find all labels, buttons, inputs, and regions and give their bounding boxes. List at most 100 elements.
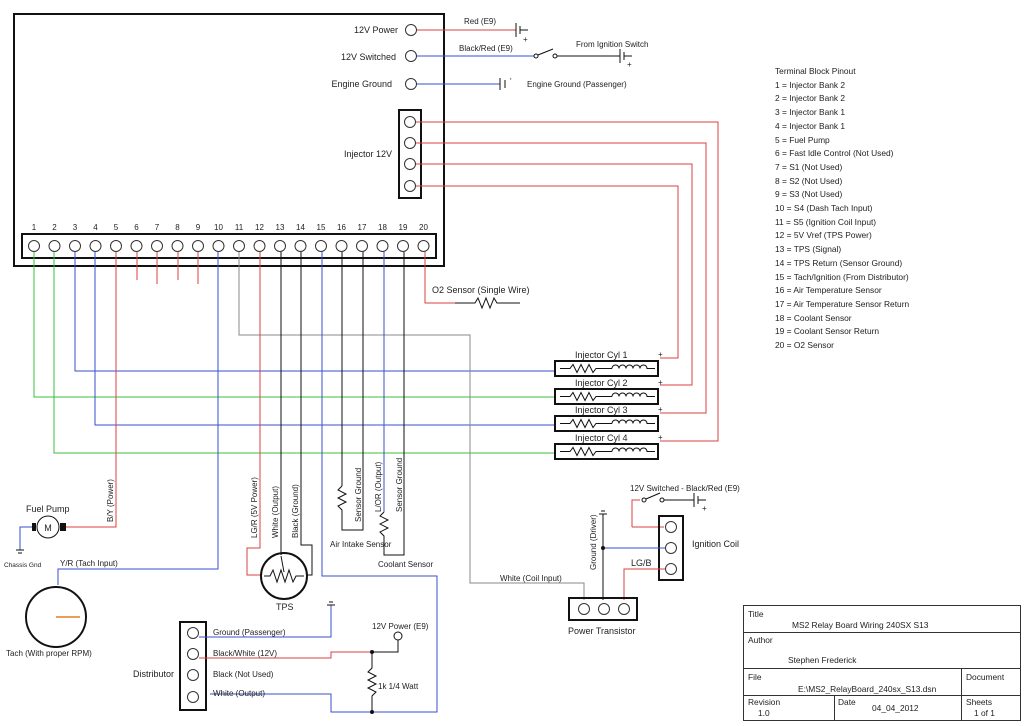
terminal-pin xyxy=(397,240,409,252)
wire-injector-feed-3 xyxy=(416,142,707,414)
injector-label: Injector Cyl 1 xyxy=(575,350,628,360)
tb-sheets-label: Sheets xyxy=(966,697,993,707)
pinout-item: 11 = S5 (Ignition Coil Input) xyxy=(775,216,877,227)
svg-text:+: + xyxy=(523,35,528,44)
svg-text:+: + xyxy=(627,60,632,69)
label-dist-white-output: White (Output) xyxy=(213,689,265,698)
terminal-pin xyxy=(376,240,389,252)
terminal-pin xyxy=(253,240,266,252)
injector-resistor xyxy=(560,446,612,457)
label-coil-switched: 12V Switched - Black/Red (E9) xyxy=(630,484,740,493)
title-block: Title MS2 Relay Board Wiring 240SX S13 A… xyxy=(743,605,1021,721)
tb-revision-label: Revision xyxy=(748,697,781,707)
distributor-connector xyxy=(179,621,207,711)
injector-12v-block xyxy=(398,109,422,199)
pinout-item: 14 = TPS Return (Sensor Ground) xyxy=(775,257,903,268)
label-ignition-coil: Ignition Coil xyxy=(692,539,739,549)
wire-injector-feed-4 xyxy=(416,121,719,442)
injector-coil xyxy=(611,447,655,452)
label-by-power: B/Y (Power) xyxy=(106,479,115,522)
pin-number: 3 xyxy=(73,223,78,232)
pinout-item: 9 = S3 (Not Used) xyxy=(775,189,843,200)
wire-tach xyxy=(57,252,219,585)
label-injector-12v: Injector 12V xyxy=(344,149,392,159)
pinout-title: Terminal Block Pinout xyxy=(775,66,856,76)
label-air-sensor-ground: Sensor Ground xyxy=(354,468,363,522)
label-12v-power: 12V Power xyxy=(354,25,398,35)
terminal-pin xyxy=(110,240,122,252)
pinout-item: 8 = S2 (Not Used) xyxy=(775,175,843,186)
pinout-item: 3 = Injector Bank 1 xyxy=(775,107,846,118)
pin-number: 8 xyxy=(175,223,180,232)
wire-dist-12v xyxy=(199,651,372,659)
label-distributor: Distributor xyxy=(133,669,174,679)
pin-number: 2 xyxy=(52,223,57,232)
label-fuel-pump: Fuel Pump xyxy=(26,504,70,514)
pinout-item: 20 = O2 Sensor xyxy=(775,340,834,351)
injector-body xyxy=(554,415,659,432)
label-dist-not-used: Black (Not Used) xyxy=(213,670,274,679)
tps-sensor xyxy=(260,552,308,600)
label-tach: Tach (With proper RPM) xyxy=(6,649,92,658)
injector-plus: + xyxy=(658,378,663,387)
wire-o2-sensor xyxy=(424,252,455,304)
injector-body xyxy=(554,443,659,460)
label-lgb: LG/B xyxy=(631,558,652,568)
terminal-pinout-legend: Terminal Block Pinout 1 = Injector Bank … xyxy=(775,65,909,353)
tb-file: E:\MS2_RelayBoard_240sx_S13.dsn xyxy=(798,684,937,694)
injector-body xyxy=(554,360,659,377)
terminal-pin xyxy=(274,240,286,252)
injector-plus: + xyxy=(658,405,663,414)
tb-date-label: Date xyxy=(838,697,856,707)
label-coolant-output: L/OR (Output) xyxy=(374,461,383,512)
tb-title: MS2 Relay Board Wiring 240SX S13 xyxy=(792,620,929,630)
terminal-pin xyxy=(192,240,204,252)
wire-tps-power xyxy=(246,252,262,576)
injector-group: Injector Cyl 1+Injector Cyl 2+Injector C… xyxy=(554,350,663,460)
terminal-pin xyxy=(212,240,225,252)
wire-injector-feed-1 xyxy=(416,185,679,359)
pinout-item: 4 = Injector Bank 1 xyxy=(775,120,846,131)
wire-pin3-injector1 xyxy=(74,252,555,372)
label-ground-driver: Ground (Driver) xyxy=(589,514,598,570)
pinout-item: 12 = 5V Vref (TPS Power) xyxy=(775,230,872,241)
tb-revision: 1.0 xyxy=(758,708,770,718)
wire-injector-feed-2 xyxy=(416,163,693,386)
pin-number: 15 xyxy=(317,223,326,232)
o2-sensor-resistor xyxy=(455,296,520,310)
dist-12v-terminal xyxy=(393,631,403,641)
terminal-strip xyxy=(21,233,437,259)
injector-coil xyxy=(611,419,655,424)
ignition-switch xyxy=(533,53,539,59)
pinout-item: 2 = Injector Bank 2 xyxy=(775,93,846,104)
pinout-item: 17 = Air Temperature Sensor Return xyxy=(775,298,910,309)
dist-pullup-resistor xyxy=(366,652,378,712)
injector-coil xyxy=(611,364,655,369)
switched-12v-terminal xyxy=(405,50,417,62)
pin-number: 17 xyxy=(358,223,367,232)
pinout-item: 7 = S1 (Not Used) xyxy=(775,161,843,172)
pin-number: 20 xyxy=(419,223,428,232)
injector-resistor xyxy=(560,391,612,402)
terminal-pin xyxy=(356,240,368,252)
wire-fuel-pump xyxy=(66,252,117,528)
label-o2-sensor: O2 Sensor (Single Wire) xyxy=(432,285,530,295)
wire-distributor-signal xyxy=(210,252,438,713)
pin-number: 1 xyxy=(32,223,37,232)
tb-document-label: Document xyxy=(966,672,1005,682)
wire-dist-ground xyxy=(199,605,332,638)
terminal-pin xyxy=(48,240,61,252)
tb-author-label: Author xyxy=(748,635,773,645)
pin-number: 18 xyxy=(378,223,387,232)
pinout-item: 1 = Injector Bank 2 xyxy=(775,79,846,90)
label-engine-ground-passenger: Engine Ground (Passenger) xyxy=(527,80,627,89)
pinout-list: 1 = Injector Bank 2 2 = Injector Bank 2 3 … xyxy=(775,79,909,353)
coolant-resistor xyxy=(378,252,405,556)
engine-ground-terminal xyxy=(405,78,417,90)
fuel-pump-motor xyxy=(36,515,60,539)
injector-resistor xyxy=(560,363,612,374)
injector-label: Injector Cyl 2 xyxy=(575,378,628,388)
label-tach-input: Y/R (Tach Input) xyxy=(60,559,118,568)
